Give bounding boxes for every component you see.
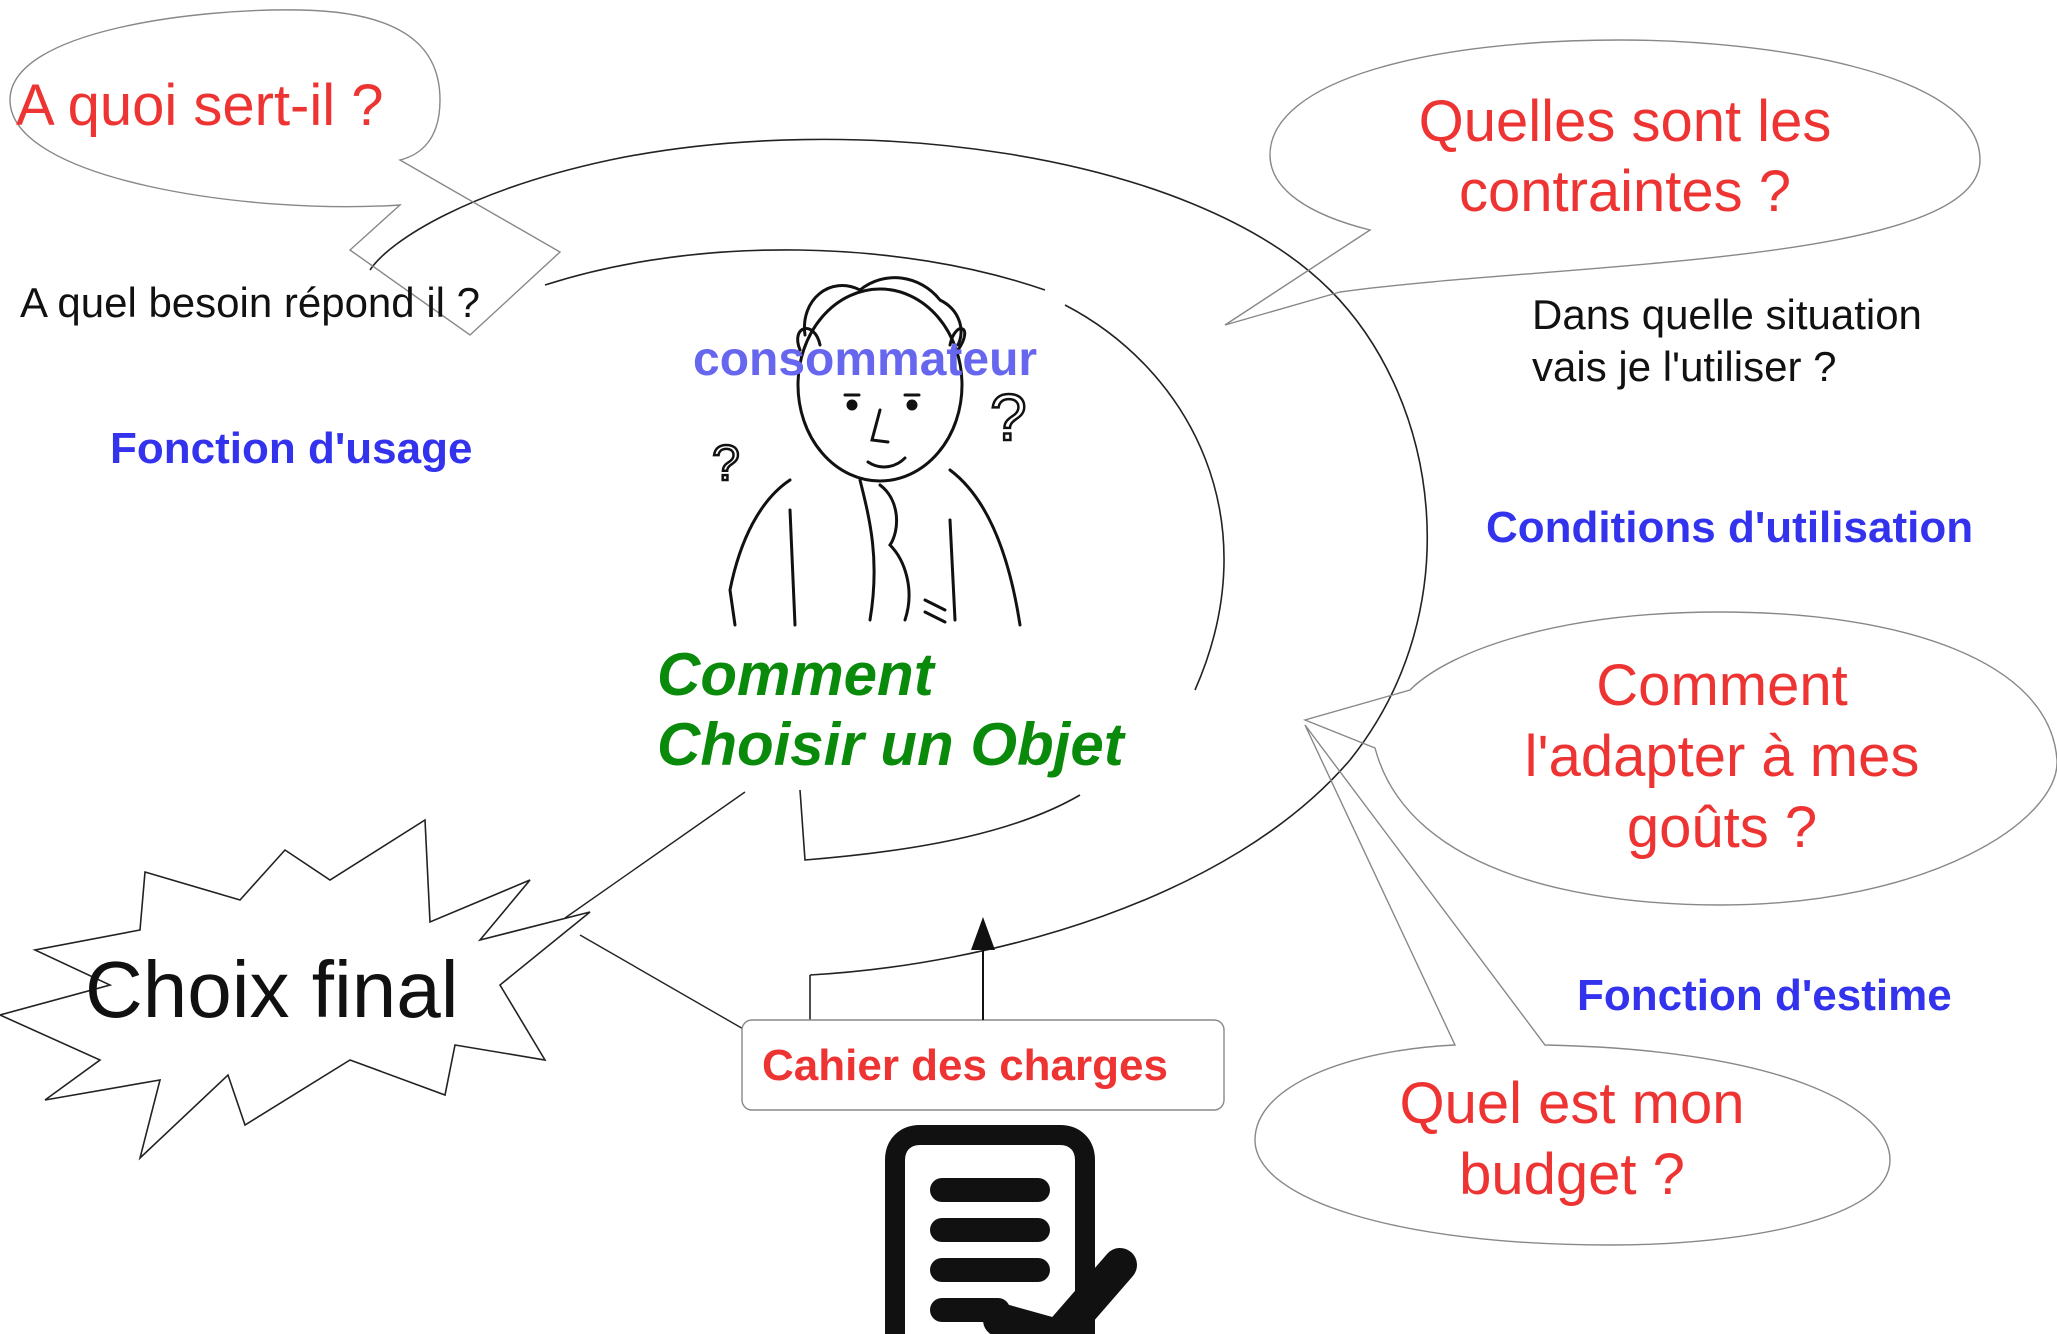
- connector-final-spec: [579, 934, 746, 1031]
- bubble-taste: [1302, 611, 2057, 906]
- usage-question: A quoi sert-il ?: [16, 73, 384, 138]
- arrow-up-icon: [971, 917, 995, 950]
- specification-label: Cahier des charges: [762, 1041, 1168, 1090]
- spiral-inner-top: [544, 249, 1046, 291]
- checklist-document-icon: [885, 1125, 1137, 1334]
- bubble-usage: [9, 9, 562, 336]
- situation-note-line1: Dans quelle situation: [1532, 291, 1922, 338]
- taste-question-line2: l'adapter à mes: [1524, 724, 1920, 789]
- situation-note-line2: vais je l'utiliser ?: [1532, 343, 1837, 390]
- constraints-question-line1: Quelles sont les: [1418, 89, 1832, 154]
- function-esteem-label: Fonction d'estime: [1577, 971, 1952, 1020]
- need-note: A quel besoin répond il ?: [20, 279, 481, 326]
- function-conditions-label: Conditions d'utilisation: [1486, 503, 1974, 552]
- question-mark-icon: ?: [712, 435, 740, 491]
- taste-question-line3: goûts ?: [1626, 795, 1818, 860]
- diagram-title-line2: Choisir un Objet: [657, 711, 1124, 778]
- final-choice-label: Choix final: [85, 945, 459, 1034]
- diagram-title-line1: Comment: [657, 641, 934, 708]
- spiral-inner: [1064, 304, 1225, 691]
- spiral-inner-bottom: [799, 789, 1081, 861]
- thinking-person-icon: [728, 276, 1022, 627]
- taste-question-line1: Comment: [1596, 653, 1848, 718]
- question-mark-icon: ?: [990, 380, 1027, 454]
- constraints-question-line2: contraintes ?: [1458, 159, 1792, 224]
- budget-question-line2: budget ?: [1459, 1142, 1685, 1207]
- connector-final-spiral: [564, 791, 746, 919]
- starburst-final: [0, 818, 591, 1161]
- center-label: consommateur: [693, 333, 1038, 386]
- bubble-budget: [1254, 724, 1891, 1246]
- function-usage-label: Fonction d'usage: [110, 424, 473, 473]
- budget-question-line1: Quel est mon: [1399, 1071, 1745, 1136]
- spiral-outer: [369, 138, 1429, 976]
- bubble-constraints: [1224, 39, 1981, 326]
